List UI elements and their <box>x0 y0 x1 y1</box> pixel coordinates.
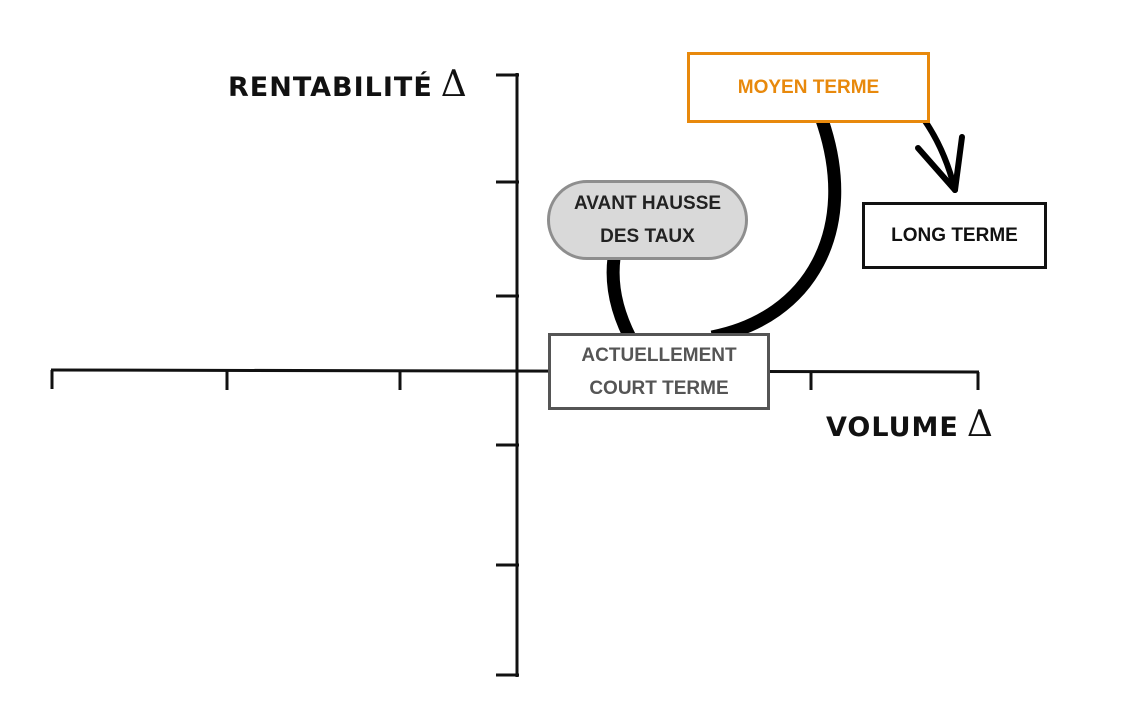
node-medium-label: MOYEN TERME <box>737 77 880 98</box>
node-before-rate-hike: AVANT HAUSSE DES TAUX <box>547 180 748 260</box>
x-axis-line <box>50 368 980 374</box>
node-current-line2: COURT TERME <box>589 377 729 399</box>
y-axis-label: RENTABILITÉ <box>228 72 433 103</box>
node-before-line1: AVANT HAUSSE <box>573 193 722 214</box>
node-current-line1: ACTUELLEMENT <box>581 344 737 366</box>
delta-icon: Δ <box>440 64 468 105</box>
curve-before-to-current <box>606 257 640 349</box>
node-long-label: LONG TERME <box>891 225 1018 246</box>
y-axis <box>496 73 519 677</box>
node-long-term: LONG TERME <box>862 202 1047 269</box>
delta-icon: Δ <box>966 404 994 445</box>
x-axis <box>50 368 980 390</box>
node-current-short-term: ACTUELLEMENT COURT TERME <box>548 333 770 410</box>
arrow-medium-to-long-shaft <box>922 118 958 193</box>
curve-current-to-medium <box>710 117 842 344</box>
arrow-head-icon <box>915 134 965 193</box>
node-before-line2: DES TAUX <box>600 226 695 247</box>
node-medium-term: MOYEN TERME <box>687 52 930 123</box>
x-axis-label: VOLUME <box>826 412 959 443</box>
